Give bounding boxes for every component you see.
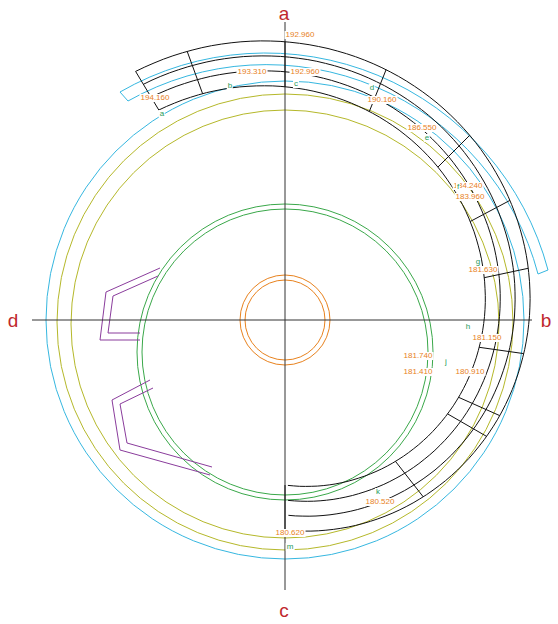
elevation-value: 181.150	[472, 334, 503, 342]
axis-line	[285, 22, 286, 590]
elevation-value: 183.960	[455, 193, 486, 201]
section-letter: j	[444, 358, 448, 366]
section-letter: h	[465, 323, 471, 331]
elevation-value: 194.160	[140, 94, 171, 102]
ramp-edge	[143, 56, 515, 516]
elevation-value: 193.310	[237, 68, 268, 76]
elevation-value: 186.550	[407, 124, 438, 132]
axis-letter: d	[7, 311, 20, 330]
section-line	[479, 347, 524, 353]
elevation-value: 181.740	[403, 352, 434, 360]
section-letter: k	[375, 488, 381, 496]
section-letter: b	[227, 82, 233, 90]
axis-letter: c	[278, 601, 290, 620]
section-line	[369, 70, 386, 112]
section-line	[448, 414, 487, 437]
section-letter: f	[456, 183, 460, 191]
section-line	[470, 200, 510, 221]
section-line	[438, 135, 470, 167]
section-letter: m	[286, 543, 295, 551]
section-line	[396, 461, 424, 496]
section-line	[187, 51, 202, 93]
section-letter: e	[424, 134, 430, 142]
elevation-value: 181.630	[468, 266, 499, 274]
section-line	[136, 71, 159, 110]
section-letter: g	[475, 258, 481, 266]
ramp-edge	[151, 71, 500, 502]
elevation-value: 180.520	[365, 498, 396, 506]
elevation-value: 192.960	[290, 68, 321, 76]
section-line	[285, 42, 286, 87]
ramp-edge	[159, 86, 486, 487]
section-letter: c	[293, 80, 299, 88]
axis-line	[32, 320, 532, 321]
section-letter: a	[159, 110, 165, 118]
axis-letter: b	[540, 311, 553, 330]
ramp-edge	[136, 41, 530, 531]
outer-band	[120, 53, 548, 274]
annex	[112, 380, 212, 475]
section-line	[285, 485, 286, 530]
elevation-value: 192.960	[285, 31, 316, 39]
elevation-value: 180.910	[455, 368, 486, 376]
elevation-value: 180.620	[275, 529, 306, 537]
elevation-value: 181.410	[403, 368, 434, 376]
elevation-value: 190.160	[367, 96, 398, 104]
section-line	[459, 397, 500, 415]
annex	[100, 268, 160, 340]
section-letter: d	[369, 84, 375, 92]
axis-letter: a	[278, 4, 291, 23]
